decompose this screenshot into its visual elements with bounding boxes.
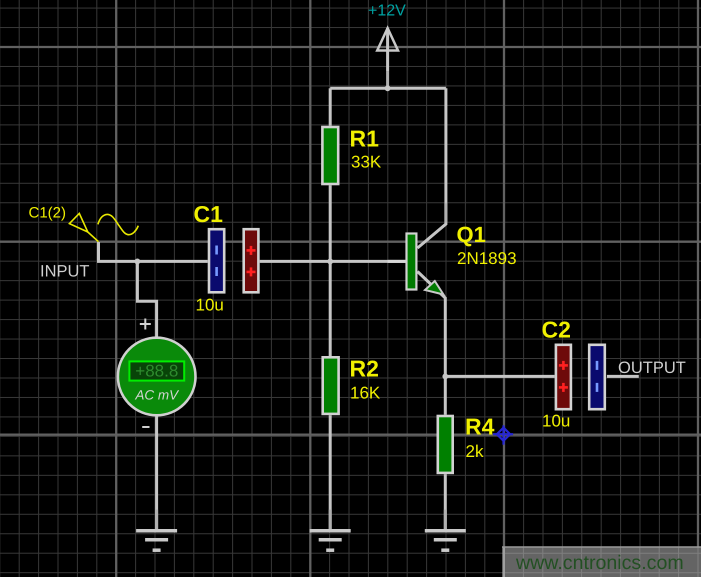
svg-text:+88.8: +88.8: [135, 362, 178, 381]
svg-text:10u: 10u: [196, 296, 224, 315]
svg-text:R4: R4: [465, 414, 495, 440]
svg-text:C1(2): C1(2): [29, 205, 67, 222]
svg-text:www.cntronics.com: www.cntronics.com: [515, 552, 684, 574]
svg-text:10u: 10u: [542, 412, 570, 431]
svg-text:+12V: +12V: [368, 3, 406, 20]
svg-text:C2: C2: [542, 317, 571, 343]
svg-text:R1: R1: [350, 126, 380, 152]
svg-text:OUTPUT: OUTPUT: [618, 359, 686, 377]
svg-text:R2: R2: [350, 356, 379, 382]
svg-text:33K: 33K: [351, 153, 382, 172]
svg-text:2k: 2k: [466, 442, 484, 461]
svg-text:AC mV: AC mV: [134, 388, 180, 403]
svg-text:2N1893: 2N1893: [457, 249, 517, 268]
svg-text:INPUT: INPUT: [40, 263, 90, 281]
svg-text:Q1: Q1: [457, 222, 486, 247]
svg-text:16K: 16K: [350, 384, 381, 403]
svg-text:C1: C1: [194, 201, 224, 227]
